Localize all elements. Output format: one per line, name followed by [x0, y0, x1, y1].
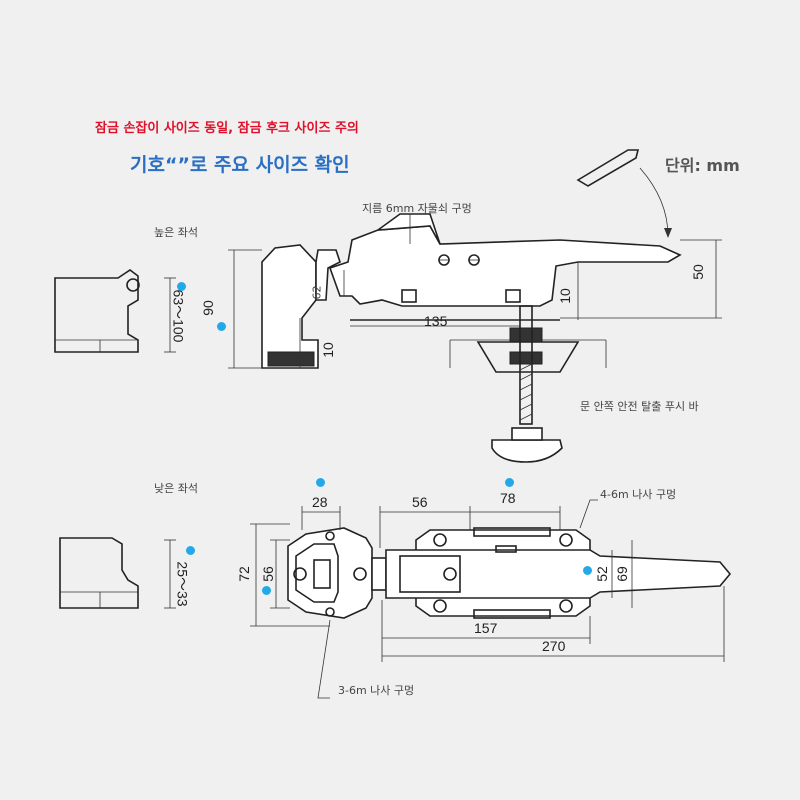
range-dim-low: [164, 539, 176, 609]
key-marker: [186, 546, 195, 555]
dim-52: 52: [593, 566, 610, 582]
key-marker: [583, 566, 592, 575]
size-warning-note: 잠금 손잡이 사이즈 동일, 잠금 후크 사이즈 주의: [95, 121, 359, 136]
key-marker: [177, 282, 186, 291]
dim-90: 90: [199, 300, 216, 316]
bottom-dimension-lines: [250, 499, 725, 699]
dim-56-side: 56: [259, 566, 276, 582]
low-seat-label: 낮은 좌석: [154, 482, 198, 495]
key-marker: [217, 322, 226, 331]
key-marker: [505, 478, 514, 487]
unit-label: 단위: mm: [665, 156, 740, 175]
key-marker: [262, 586, 271, 595]
dim-28: 28: [312, 494, 328, 510]
dim-270: 270: [542, 638, 566, 654]
door-and-push-bar: [449, 305, 607, 463]
high-seat-label: 높은 좌석: [154, 226, 198, 239]
dim-157: 157: [474, 620, 498, 636]
dim-62: 62: [310, 285, 324, 300]
dim-78: 78: [500, 490, 516, 506]
dim-135: 135: [424, 313, 448, 329]
dim-69: 69: [613, 566, 630, 582]
range-dim-high: [164, 277, 176, 353]
low-seat-profile: [59, 537, 139, 609]
range-25-33: 25～33: [174, 561, 191, 607]
dim-50: 50: [689, 264, 706, 280]
dim-10-left: 10: [319, 342, 336, 358]
dim-56-top: 56: [412, 494, 428, 510]
key-marker: [316, 478, 325, 487]
lock-hole-note: 지름 6mm 자물쇠 구멍: [362, 202, 472, 215]
high-seat-profile: [54, 269, 140, 353]
dim-72: 72: [235, 566, 252, 582]
push-bar-note: 문 안쪽 안전 탈출 푸시 바: [580, 400, 699, 413]
range-63-100: 63～100: [170, 289, 187, 343]
diagram-title: 기호“”로 주요 사이즈 확인: [130, 154, 350, 176]
screw-hole-note-top: 4-6m 나사 구멍: [600, 488, 677, 501]
screw-hole-note-bottom: 3-6m 나사 구멍: [338, 684, 415, 697]
top-dimension-lines: [228, 214, 722, 369]
latch-plan-view: [287, 527, 732, 619]
latch-side-view: [261, 149, 682, 369]
dim-10-right: 10: [556, 288, 573, 304]
